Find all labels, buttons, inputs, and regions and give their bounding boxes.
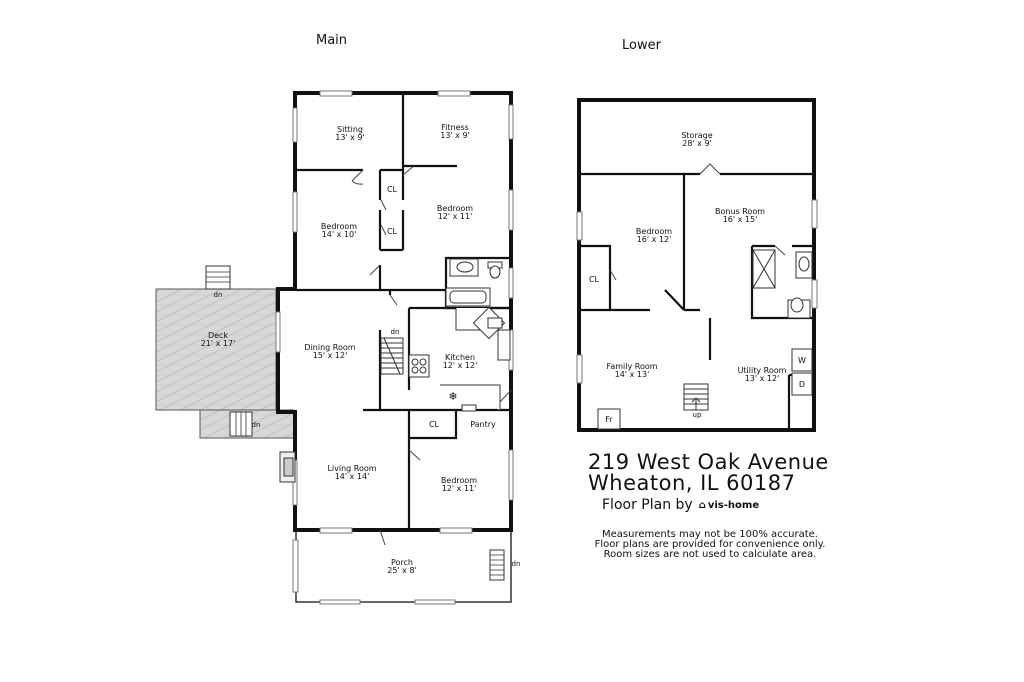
dining-room-dims: 15' x 12' — [313, 351, 348, 360]
room-labels: Sitting 13' x 9' Fitness 13' x 9' Bedroo… — [201, 123, 787, 575]
porch-label: Porch — [391, 558, 413, 567]
disclaimer-line: Room sizes are not used to calculate are… — [603, 549, 817, 560]
deck-label: Deck — [208, 331, 228, 340]
stairs-down-label: dn — [391, 328, 400, 336]
floor-plan-by-text: Floor Plan by — [602, 497, 693, 513]
main-floor-doors — [351, 165, 512, 546]
closet-label: CL — [387, 227, 398, 236]
lower-fixtures — [597, 249, 813, 430]
disclaimer-line: Floor plans are provided for convenience… — [594, 539, 826, 550]
bedroom-main-3-dims: 12' x 11' — [442, 484, 477, 493]
deck-dims: 21' x 17' — [201, 339, 236, 348]
utility-room-dims: 13' x 12' — [745, 374, 780, 383]
small-labels: CL CL CL Pantry CL dn dn dn dn up W D Fr — [214, 185, 806, 568]
stairs-up-label: up — [693, 411, 702, 419]
bonus-room-label: Bonus Room — [715, 207, 765, 216]
house-icon: ⌂ — [698, 499, 706, 511]
disclaimer-line: Measurements may not be 100% accurate. — [602, 529, 818, 540]
disclaimer: Measurements may not be 100% accurate. F… — [580, 530, 840, 560]
pantry-label: Pantry — [470, 420, 496, 429]
kitchen-dims: 12' x 12' — [443, 361, 478, 370]
bedroom-main-1-label: Bedroom — [321, 222, 357, 231]
fireplace-firebox — [283, 457, 294, 477]
bedroom-main-2-label: Bedroom — [437, 204, 473, 213]
bonus-room-dims: 16' x 15' — [723, 215, 758, 224]
bedroom-lower-dims: 16' x 12' — [637, 235, 672, 244]
main-floor-title: Main — [316, 33, 348, 48]
bedroom-main-1-dims: 14' x 10' — [322, 230, 357, 239]
lower-floor-walls — [577, 98, 816, 432]
porch-dims: 25' x 8' — [387, 566, 417, 575]
stairs-down-label: dn — [512, 560, 521, 568]
furnace-label: Fr — [605, 415, 613, 424]
address-line-2: Wheaton, IL 60187 — [588, 471, 796, 495]
lower-floor-windows — [576, 199, 818, 384]
storage-dims: 28' x 9' — [682, 139, 712, 148]
main-stairs — [380, 337, 404, 375]
dryer-label: D — [799, 380, 805, 389]
bedroom-main-2-dims: 12' x 11' — [438, 212, 473, 221]
closet-label: CL — [589, 275, 600, 284]
living-room-dims: 14' x 14' — [335, 472, 370, 481]
dining-room-label: Dining Room — [304, 343, 355, 352]
closet-label: CL — [387, 185, 398, 194]
sitting-label: Sitting — [337, 125, 363, 134]
living-room-label: Living Room — [327, 464, 376, 473]
fitness-dims: 13' x 9' — [440, 131, 470, 140]
bedroom-lower-label: Bedroom — [636, 227, 672, 236]
storage-label: Storage — [681, 131, 712, 140]
bathroom-fixtures — [445, 258, 503, 307]
brand-name: vis-home — [707, 499, 760, 511]
bedroom-main-3-label: Bedroom — [441, 476, 477, 485]
closet-doors — [380, 199, 387, 236]
porch — [292, 532, 512, 605]
brand-logo: ⌂ vis-home — [699, 500, 759, 511]
family-room-dims: 14' x 13' — [615, 370, 650, 379]
closet-label: CL — [429, 420, 440, 429]
kitchen-label: Kitchen — [445, 353, 475, 362]
stairs-down-label: dn — [252, 421, 261, 429]
lower-doors — [609, 163, 786, 281]
utility-room-label: Utility Room — [738, 366, 787, 375]
washer-label: W — [798, 356, 806, 365]
deck — [155, 265, 295, 439]
family-room-label: Family Room — [606, 362, 657, 371]
fitness-label: Fitness — [441, 123, 469, 132]
floor-plan-credit: Floor Plan by ⌂ vis-home — [602, 497, 759, 513]
main-floor-walls — [276, 91, 513, 532]
kitchen-fixtures — [408, 306, 511, 412]
stairs-down-label: dn — [214, 291, 223, 299]
address-line-1: 219 West Oak Avenue — [588, 450, 829, 474]
snowflake-icon: ❄ — [448, 390, 457, 403]
lower-floor-title: Lower — [622, 38, 661, 53]
sitting-dims: 13' x 9' — [335, 133, 365, 142]
